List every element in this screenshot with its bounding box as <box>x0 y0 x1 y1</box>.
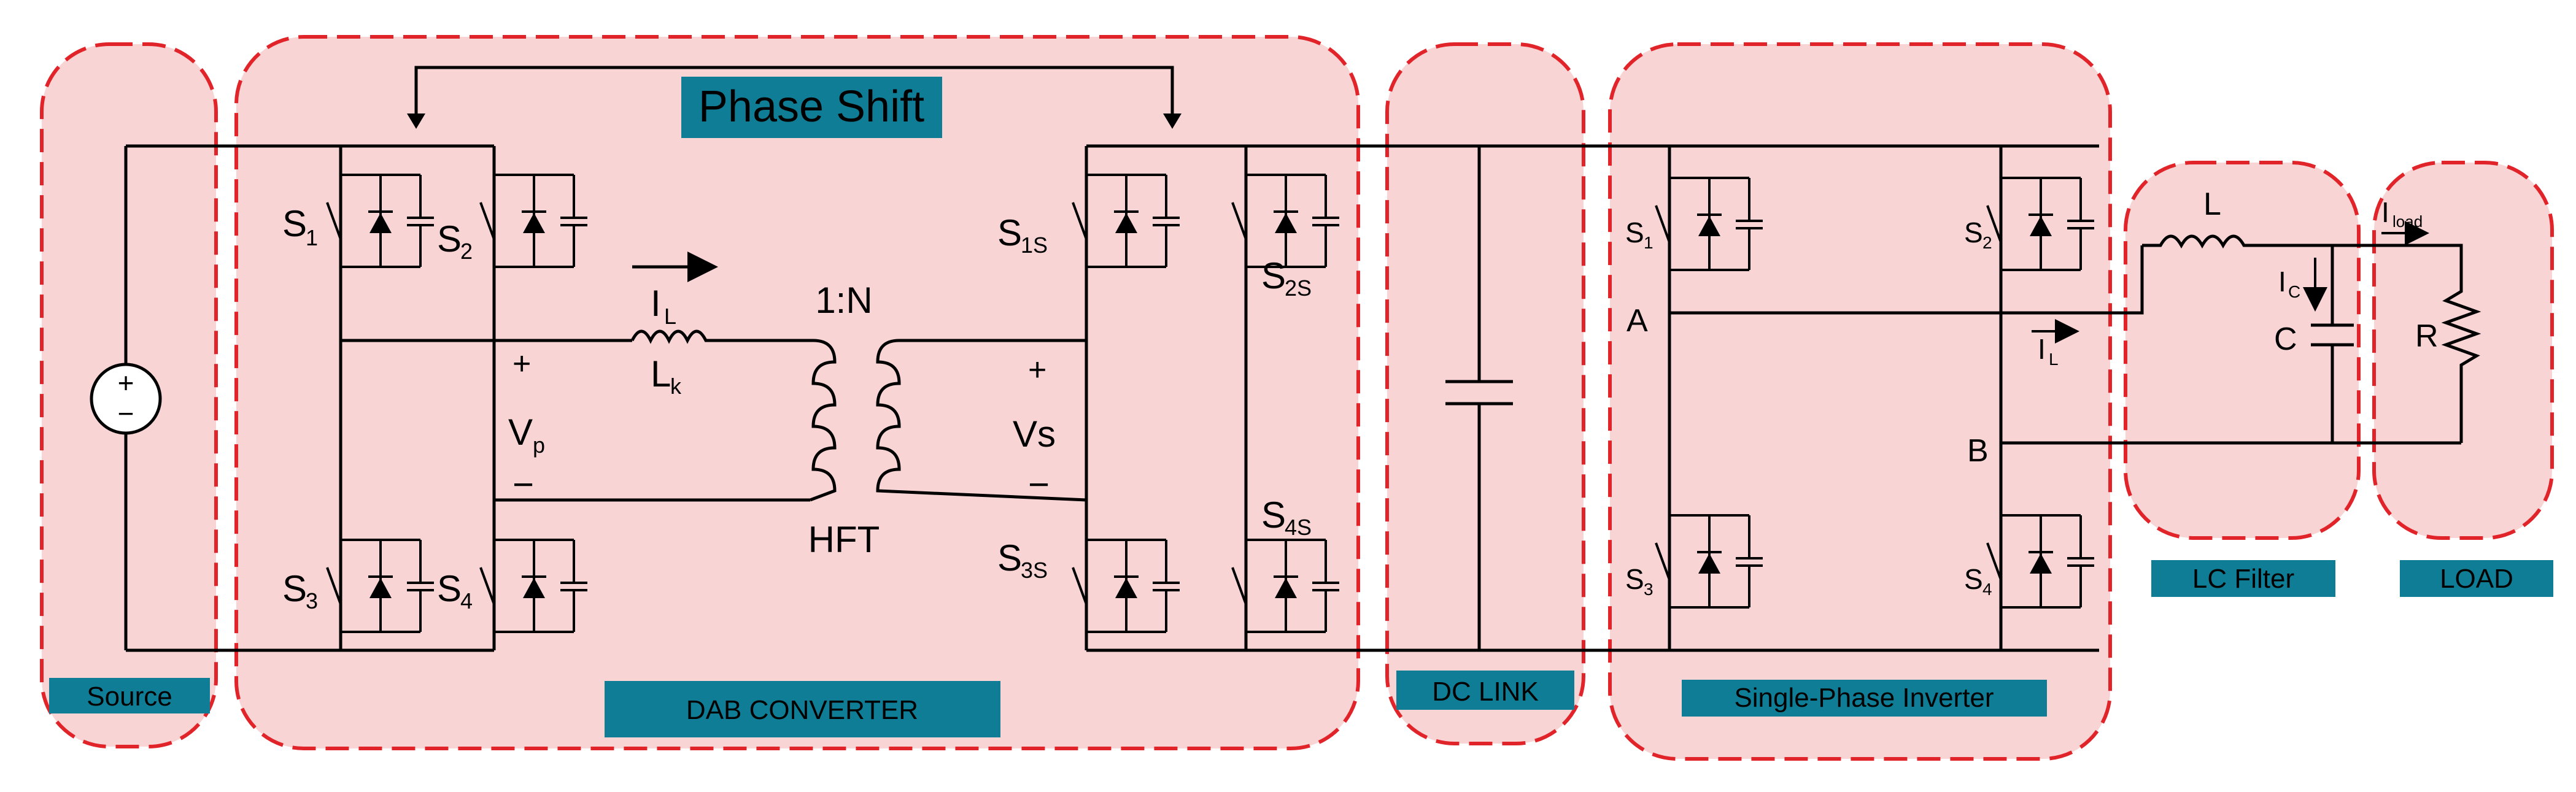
load-r-label: R <box>2415 318 2439 354</box>
node-a-label: A <box>1626 303 1648 339</box>
inv-switch-s4-label: S <box>1964 563 1983 595</box>
switch-s2s-label: S <box>1261 255 1286 296</box>
svg-text:C: C <box>2288 282 2300 301</box>
dc-link-block <box>1385 42 1585 745</box>
svg-text:4: 4 <box>460 588 473 613</box>
svg-text:3: 3 <box>1644 580 1654 599</box>
dc-link-tag-label: DC LINK <box>1432 677 1539 707</box>
source-tag <box>49 678 210 713</box>
switch-s1-label: S <box>282 203 307 244</box>
svg-text:1: 1 <box>306 225 318 250</box>
vp-label: V <box>508 412 533 453</box>
switch-s2-label: S <box>437 218 462 260</box>
load-tag-label: LOAD <box>2440 564 2513 594</box>
switch-s4-label: S <box>437 568 462 609</box>
svg-text:2: 2 <box>460 239 473 264</box>
output-a-wire <box>1669 245 2144 315</box>
load-tag <box>2400 560 2553 597</box>
svg-text:2S: 2S <box>1285 275 1312 301</box>
inv-switch-s3-label: S <box>1625 563 1644 595</box>
svg-text:4: 4 <box>1982 580 1992 599</box>
svg-text:2: 2 <box>1982 233 1992 252</box>
node-b-label: B <box>1967 433 1989 469</box>
svg-text:L: L <box>664 304 676 329</box>
vs-minus: − <box>1028 464 1050 505</box>
switch-s1s-label: S <box>997 212 1022 253</box>
vp-plus: + <box>512 346 531 382</box>
svg-text:load: load <box>2392 212 2423 231</box>
transformer-primary-icon <box>798 339 837 502</box>
phase-shift-tag <box>681 77 942 138</box>
svg-text:p: p <box>533 433 545 458</box>
svg-text:3: 3 <box>306 588 318 613</box>
switch-s4s-label: S <box>1261 494 1286 536</box>
vs-label: Vs <box>1013 413 1056 455</box>
inverter-block <box>1608 42 2112 761</box>
dab-tag-label: DAB CONVERTER <box>686 695 918 725</box>
svg-text:3S: 3S <box>1021 558 1048 583</box>
switch-s3-label: S <box>282 568 307 609</box>
filter-c-label: C <box>2274 321 2297 357</box>
dc-bus-wires <box>1246 144 2099 652</box>
dc-source-icon <box>90 363 162 435</box>
dab-converter-block <box>234 35 1360 750</box>
vp-minus: − <box>512 464 534 505</box>
hft-label: HFT <box>808 519 880 560</box>
source-plus: + <box>118 367 134 399</box>
filter-l-label: L <box>2203 186 2221 222</box>
turns-ratio-label: 1:N <box>815 280 872 321</box>
inverter-rails <box>1668 146 2003 650</box>
secondary-bridge-rails <box>1085 144 1248 652</box>
svg-text:k: k <box>670 374 682 399</box>
switch-s3s-label: S <box>997 537 1022 579</box>
phase-shift-arrow <box>414 66 1174 121</box>
ic-label: I <box>2278 266 2286 298</box>
inverter-tag <box>1682 680 2047 717</box>
transformer-secondary-icon <box>876 339 1087 502</box>
inv-switch-s2-label: S <box>1964 217 1983 248</box>
lc-filter-tag <box>2151 560 2335 597</box>
iload-label: I <box>2381 196 2389 228</box>
svg-text:L: L <box>2049 350 2059 369</box>
source-tag-label: Source <box>87 682 172 712</box>
dc-link-tag <box>1396 671 1574 710</box>
lk-label: L <box>651 353 671 394</box>
svg-text:1S: 1S <box>1021 233 1048 258</box>
dab-tag <box>605 681 1000 737</box>
il-label: I <box>651 283 661 324</box>
vs-plus: + <box>1028 352 1046 388</box>
source-minus: − <box>118 398 134 429</box>
inv-switch-s1-label: S <box>1625 217 1644 248</box>
svg-text:1: 1 <box>1644 233 1654 252</box>
load-resistor-icon <box>2351 244 2481 443</box>
inverter-tag-label: Single-Phase Inverter <box>1734 683 1994 713</box>
phase-shift-label: Phase Shift <box>698 82 924 131</box>
il-inverter-label: I <box>2038 333 2046 365</box>
leakage-inductor-icon <box>630 329 798 344</box>
filter-inductor-icon <box>2142 234 2351 249</box>
lc-filter-block <box>2124 161 2361 540</box>
lc-filter-tag-label: LC Filter <box>2192 564 2294 594</box>
svg-text:4S: 4S <box>1285 515 1312 540</box>
primary-bridge-rails <box>339 144 496 652</box>
